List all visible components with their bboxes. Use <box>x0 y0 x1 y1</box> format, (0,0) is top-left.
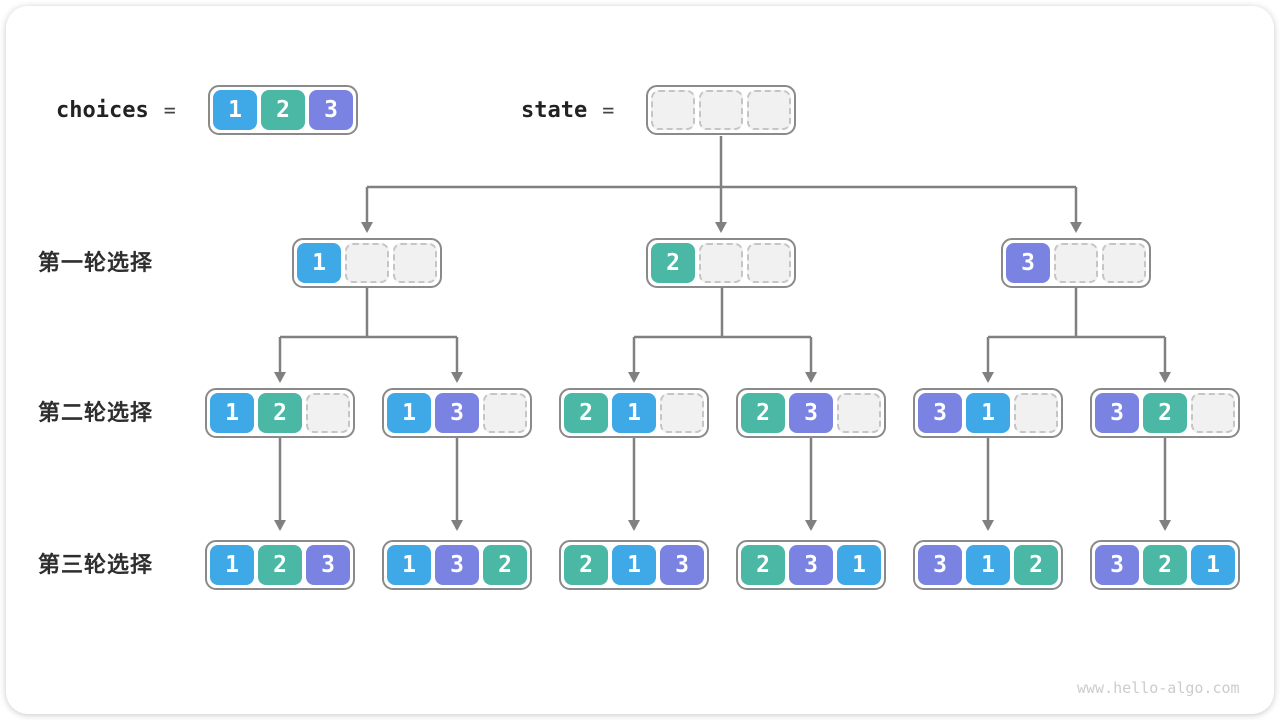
value-cell: 1 <box>966 393 1010 433</box>
round-1-label: 第一轮选择 <box>38 250 154 275</box>
empty-cell <box>1054 243 1098 283</box>
empty-cell <box>651 90 695 130</box>
empty-cell <box>699 243 743 283</box>
value-cell: 1 <box>297 243 341 283</box>
value-cell: 1 <box>837 545 881 585</box>
value-cell: 3 <box>306 545 350 585</box>
connector-trunk <box>634 288 811 339</box>
value-cell: 2 <box>741 545 785 585</box>
value-cell: 2 <box>1014 545 1058 585</box>
value-cell: 1 <box>1191 545 1235 585</box>
connector-trunk <box>988 288 1165 339</box>
equals-sign: = <box>602 98 615 122</box>
value-cell: 1 <box>966 545 1010 585</box>
watermark: www.hello-algo.com <box>1077 679 1240 697</box>
state-node: 2 <box>646 238 796 288</box>
choices-label: choices <box>56 97 149 123</box>
value-cell: 2 <box>1143 393 1187 433</box>
empty-cell <box>306 393 350 433</box>
state-node: 3 <box>1001 238 1151 288</box>
value-cell: 3 <box>660 545 704 585</box>
empty-cell <box>699 90 743 130</box>
value-cell: 3 <box>1095 545 1139 585</box>
empty-cell <box>1102 243 1146 283</box>
choices-header: choices = <box>56 85 176 135</box>
value-cell: 2 <box>651 243 695 283</box>
value-cell: 1 <box>612 545 656 585</box>
empty-cell <box>660 393 704 433</box>
value-cell: 3 <box>918 545 962 585</box>
tree-connectors <box>274 136 1171 531</box>
value-cell: 1 <box>213 90 257 130</box>
value-cell: 3 <box>435 545 479 585</box>
value-cell: 2 <box>258 393 302 433</box>
value-cell: 3 <box>1095 393 1139 433</box>
empty-cell <box>837 393 881 433</box>
value-cell: 2 <box>261 90 305 130</box>
value-cell: 3 <box>1006 243 1050 283</box>
state-node: 1 <box>292 238 442 288</box>
value-cell: 1 <box>612 393 656 433</box>
empty-cell <box>747 90 791 130</box>
value-cell: 2 <box>1143 545 1187 585</box>
equals-sign: = <box>163 98 176 122</box>
state-header: state = <box>521 85 614 135</box>
empty-cell <box>1191 393 1235 433</box>
connector-trunk <box>280 288 457 339</box>
value-cell: 3 <box>435 393 479 433</box>
value-cell: 1 <box>387 393 431 433</box>
value-cell: 3 <box>918 393 962 433</box>
value-cell: 1 <box>210 545 254 585</box>
empty-cell <box>483 393 527 433</box>
value-cell: 2 <box>483 545 527 585</box>
round-3-label: 第三轮选择 <box>38 552 154 577</box>
empty-cell <box>747 243 791 283</box>
value-cell: 1 <box>387 545 431 585</box>
empty-cell <box>345 243 389 283</box>
value-cell: 3 <box>789 393 833 433</box>
value-cell: 2 <box>741 393 785 433</box>
round-2-label: 第二轮选择 <box>38 400 154 425</box>
value-cell: 3 <box>309 90 353 130</box>
empty-cell <box>393 243 437 283</box>
connector-trunk <box>367 136 1076 189</box>
value-cell: 1 <box>210 393 254 433</box>
value-cell: 3 <box>789 545 833 585</box>
value-cell: 2 <box>258 545 302 585</box>
state-array <box>646 85 796 135</box>
empty-cell <box>1014 393 1058 433</box>
value-cell: 2 <box>564 545 608 585</box>
state-label: state <box>521 97 588 123</box>
value-cell: 2 <box>564 393 608 433</box>
